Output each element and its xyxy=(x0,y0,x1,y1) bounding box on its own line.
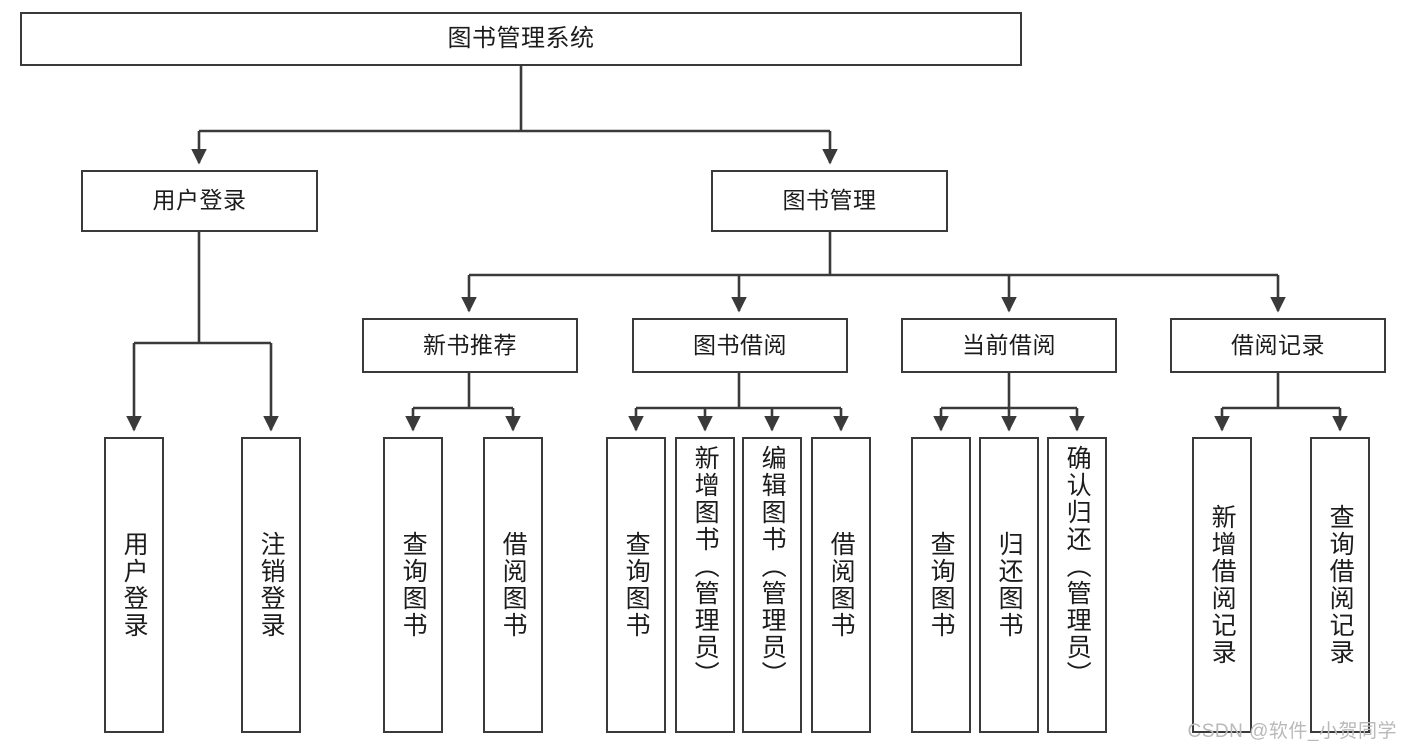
leaf-query-book-2[interactable]: 查询图书 xyxy=(606,437,666,733)
node-label: 当前借阅 xyxy=(962,331,1056,358)
leaf-borrow-book-1[interactable]: 借阅图书 xyxy=(483,437,543,733)
node-label: 新增图书（管理员） xyxy=(691,445,720,688)
node-label: 查询图书 xyxy=(399,531,428,639)
node-book-manage[interactable]: 图书管理 xyxy=(711,170,948,232)
node-label: 图书借阅 xyxy=(693,331,787,358)
node-label: 确认归还（管理员） xyxy=(1063,445,1092,688)
node-label: 借阅图书 xyxy=(499,531,528,639)
node-label: 借阅图书 xyxy=(827,531,856,639)
leaf-edit-book[interactable]: 编辑图书（管理员） xyxy=(742,437,802,733)
leaf-confirm-return[interactable]: 确认归还（管理员） xyxy=(1047,437,1107,733)
node-borrow-record[interactable]: 借阅记录 xyxy=(1170,318,1386,373)
node-label: 查询借阅记录 xyxy=(1326,504,1355,666)
leaf-borrow-book-2[interactable]: 借阅图书 xyxy=(811,437,871,733)
node-label: 图书管理系统 xyxy=(447,24,595,52)
node-root-system[interactable]: 图书管理系统 xyxy=(20,12,1022,66)
node-new-book-rec[interactable]: 新书推荐 xyxy=(362,318,578,373)
leaf-logout[interactable]: 注销登录 xyxy=(241,437,301,733)
node-label: 用户登录 xyxy=(152,187,247,214)
leaf-query-book-3[interactable]: 查询图书 xyxy=(911,437,971,733)
leaf-query-book-1[interactable]: 查询图书 xyxy=(383,437,443,733)
leaf-add-record[interactable]: 新增借阅记录 xyxy=(1192,437,1252,733)
node-label: 注销登录 xyxy=(257,531,286,639)
leaf-return-book[interactable]: 归还图书 xyxy=(979,437,1039,733)
node-label: 新书推荐 xyxy=(423,331,517,358)
node-user-login[interactable]: 用户登录 xyxy=(81,170,318,232)
node-label: 用户登录 xyxy=(120,531,149,639)
node-label: 编辑图书（管理员） xyxy=(758,445,787,688)
leaf-add-book[interactable]: 新增图书（管理员） xyxy=(675,437,735,733)
node-label: 查询图书 xyxy=(927,531,956,639)
node-label: 新增借阅记录 xyxy=(1208,504,1237,666)
leaf-query-record[interactable]: 查询借阅记录 xyxy=(1310,437,1370,733)
node-label: 归还图书 xyxy=(995,531,1024,639)
node-current-borrow[interactable]: 当前借阅 xyxy=(901,318,1117,373)
node-label: 借阅记录 xyxy=(1231,331,1325,358)
node-label: 查询图书 xyxy=(622,531,651,639)
csdn-watermark: CSDN @软件_小贺同学 xyxy=(1187,721,1397,742)
node-label: 图书管理 xyxy=(782,187,877,214)
leaf-user-login[interactable]: 用户登录 xyxy=(104,437,164,733)
node-book-borrow[interactable]: 图书借阅 xyxy=(632,318,848,373)
